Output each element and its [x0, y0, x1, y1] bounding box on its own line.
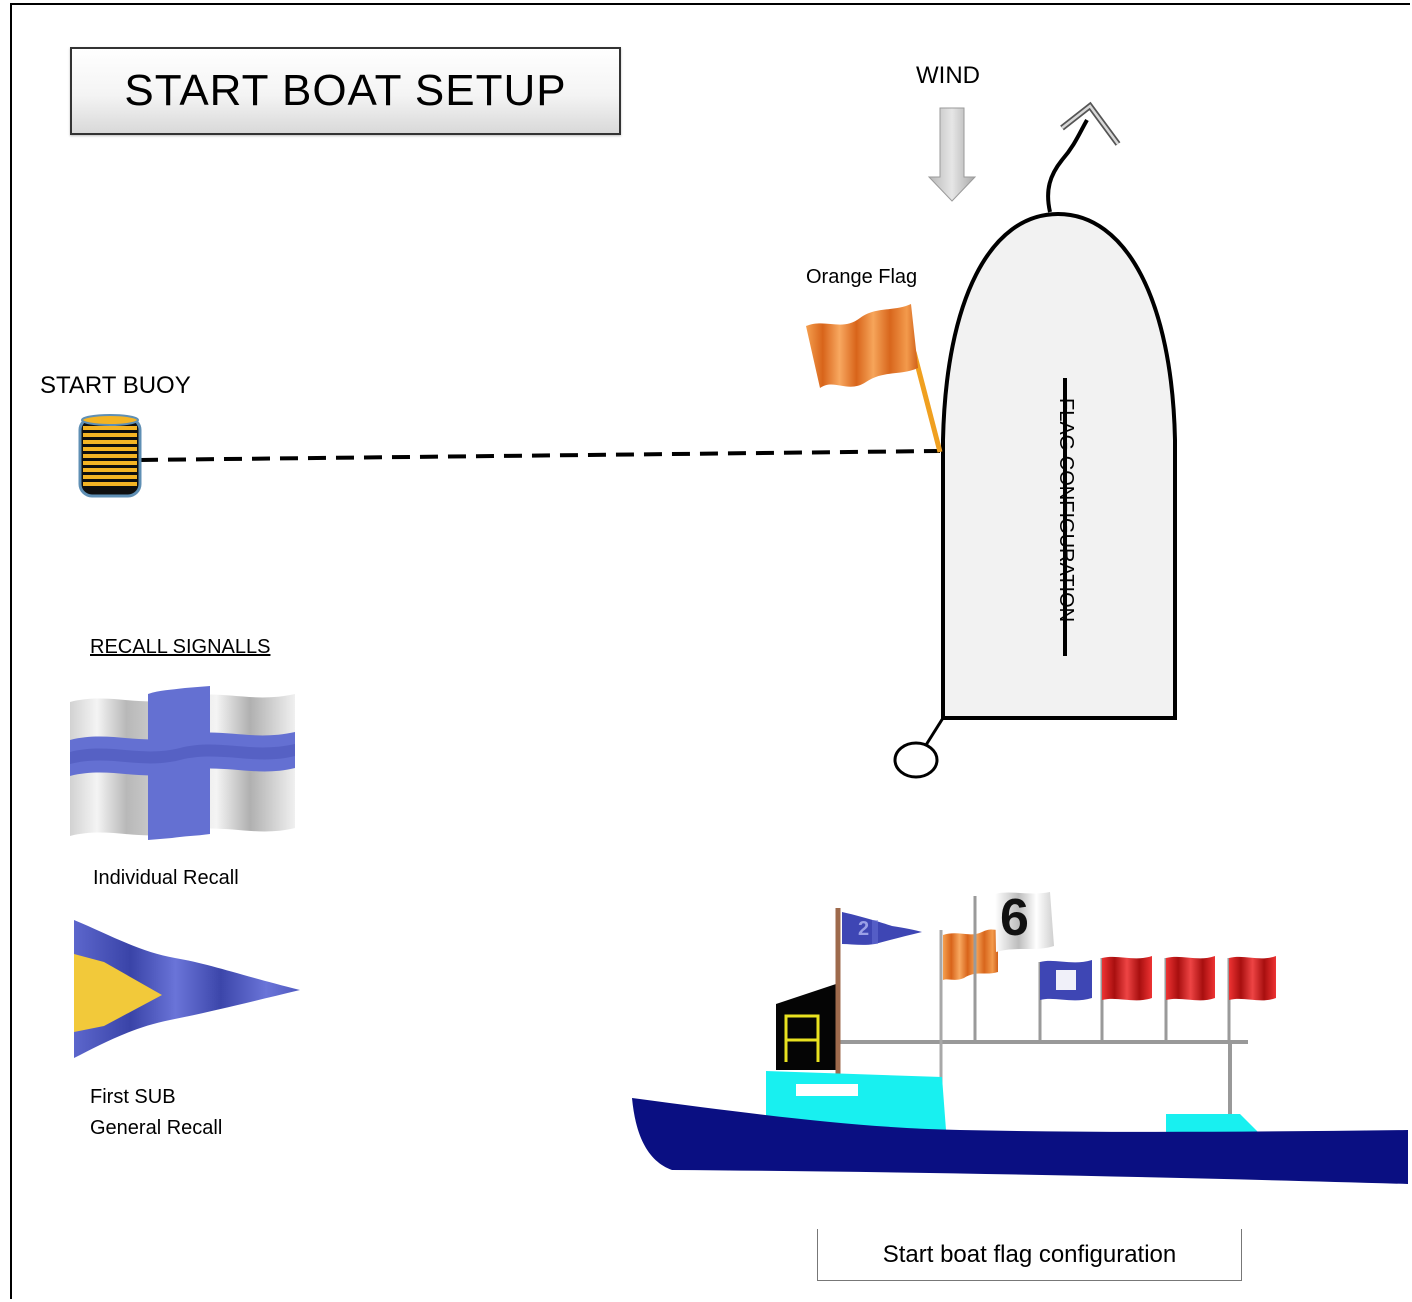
red-flag-icon [1229, 956, 1276, 1001]
orange-flag-label: Orange Flag [806, 266, 918, 288]
page-title: START BOAT SETUP [70, 47, 621, 135]
start-boat-top-view [941, 211, 1177, 720]
recall-signals-heading: RECALL SIGNALLS [90, 636, 271, 658]
first-sub-label: First SUB [90, 1086, 176, 1108]
wind-arrow-icon [927, 107, 977, 202]
start-boat-side-view [632, 892, 1408, 1184]
individual-recall-label: Individual Recall [93, 867, 239, 889]
flag-6-text: 6 [1000, 889, 1029, 947]
individual-recall-flag-icon [70, 686, 295, 840]
numeral-pennant-6-icon [995, 892, 1054, 952]
display-letter-text: A [790, 1012, 791, 1013]
flag-2-text: 2 [858, 918, 870, 940]
red-flag-icon [1102, 956, 1152, 1001]
orange-flag-icon [806, 304, 943, 453]
anchor-icon [1046, 101, 1121, 213]
general-recall-label: General Recall [90, 1117, 223, 1139]
numeral-pennant-2-icon [842, 912, 922, 945]
start-buoy-icon [78, 414, 142, 498]
orange-code-flag-icon [943, 929, 998, 980]
dinghy-icon [893, 717, 945, 779]
display-letter [784, 1014, 820, 1062]
blue-peter-flag-icon [1040, 960, 1092, 1001]
first-substitute-pennant-icon [74, 920, 300, 1058]
figure-caption: Start boat flag configuration [817, 1229, 1242, 1281]
page-frame [10, 3, 1410, 1299]
start-buoy-label: START BUOY [40, 372, 191, 399]
start-line [139, 449, 941, 462]
flag-configuration-label: FLAG CONFIGURATION [1055, 398, 1077, 623]
wind-label: WIND [916, 62, 980, 89]
red-flag-icon [1166, 956, 1215, 1001]
